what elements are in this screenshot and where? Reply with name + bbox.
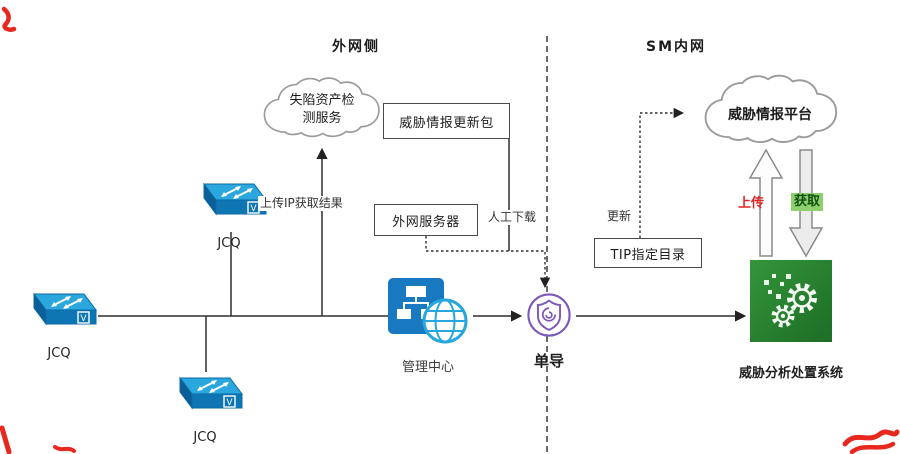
edge-label-upload: 上传 <box>738 196 765 211</box>
edge-label-update: 更新 <box>605 209 634 224</box>
zone-title-external: 外网侧 <box>332 39 380 55</box>
shield-icon <box>526 292 572 338</box>
edge-label-upload-ip-result: 上传IP获取结果 <box>258 196 345 211</box>
one-way-gateway-label: 单导 <box>533 352 564 370</box>
edge-tip-update-dotted <box>639 107 685 238</box>
switch-badge-v: V <box>250 204 257 214</box>
threat-analysis-system-icon <box>750 260 832 342</box>
red-scribble <box>842 429 900 447</box>
edge-label-manual-download: 人工下载 <box>486 210 539 225</box>
red-scribble <box>849 441 896 454</box>
edge-label-fetch: 获取 <box>791 193 824 212</box>
tip-directory-box: TIP指定目录 <box>594 238 702 268</box>
network-switch-icon: V <box>190 178 268 232</box>
switch-bottom-label: JCQ <box>193 430 217 445</box>
external-server-box: 外网服务器 <box>374 204 478 236</box>
management-center-icon <box>386 276 470 346</box>
threat-analysis-system-label: 威胁分析处置系统 <box>738 366 843 381</box>
red-scribble <box>0 425 12 454</box>
zone-title-internal: SM内网 <box>646 39 707 55</box>
network-switch-icon: V <box>20 288 98 342</box>
compromised-asset-cloud-label: 失陷资产检测服务 <box>289 93 355 126</box>
upload-block-arrow <box>748 148 784 257</box>
management-center-label: 管理中心 <box>401 360 454 375</box>
network-switch-icon: V <box>166 372 244 426</box>
edge-manual-download-dotted <box>425 236 551 289</box>
red-scribble <box>1 6 17 32</box>
switch-left-label: JCQ <box>47 346 71 361</box>
red-scribble <box>53 445 76 453</box>
switch-top-label: JCQ <box>217 236 241 251</box>
switch-badge-v: V <box>226 398 233 408</box>
threat-update-package-box: 威胁情报更新包 <box>383 103 510 139</box>
threat-platform-cloud-label: 威胁情报平台 <box>728 107 812 123</box>
switch-badge-v: V <box>80 314 87 324</box>
